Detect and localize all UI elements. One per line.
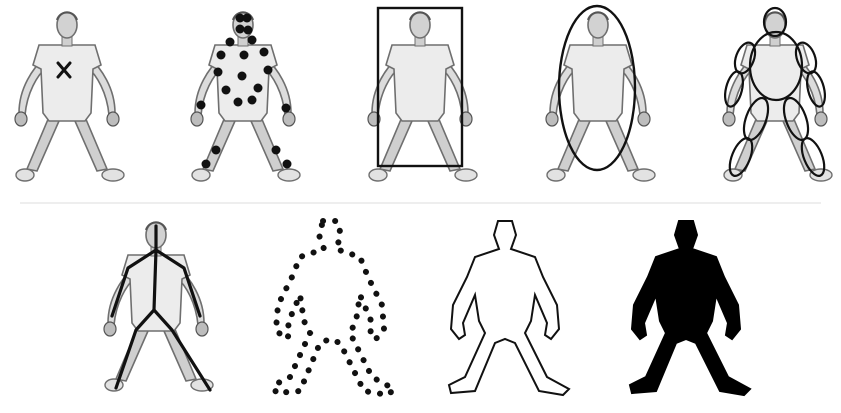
silhouette-shape <box>630 221 750 395</box>
control-points-contour <box>274 221 394 395</box>
panel-elliptical-patch <box>546 6 655 181</box>
panel-complete-contour <box>449 221 569 395</box>
panel-rectangular-patch <box>368 8 477 181</box>
person-figure <box>546 12 655 181</box>
row-1 <box>15 6 832 181</box>
person-figure <box>368 12 477 181</box>
panel-centroid-point <box>15 12 124 181</box>
complete-contour <box>449 221 569 395</box>
panel-multiple-points <box>191 12 300 181</box>
row-2 <box>104 221 750 395</box>
panel-skeleton <box>104 222 213 391</box>
panel-part-based-ellipses <box>722 8 832 181</box>
person-figure <box>15 12 124 181</box>
panel-silhouette <box>630 221 750 395</box>
panel-contour-control-points <box>274 221 394 395</box>
person-figure <box>191 12 300 181</box>
